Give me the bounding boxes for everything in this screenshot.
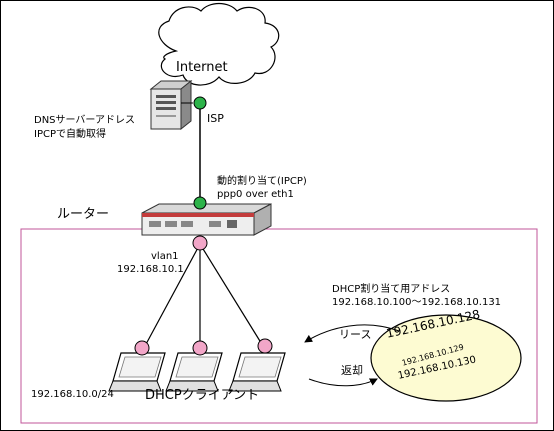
dhcp-pool-title: DHCP割り当て用アドレス <box>332 284 451 295</box>
router-icon <box>141 203 272 236</box>
dns-server-line2: IPCPで自動取得 <box>34 129 106 140</box>
clients-label: DHCPクライアント <box>145 388 260 403</box>
dns-server-icon <box>149 79 193 131</box>
network-label: 192.168.10.0/24 <box>31 389 114 400</box>
return-arrow <box>308 378 378 387</box>
lan-boundary <box>20 228 538 424</box>
client-node <box>134 340 150 356</box>
internet-label: Internet <box>176 60 228 75</box>
isp-node <box>193 96 207 110</box>
lan-interface-name: vlan1 <box>151 251 179 262</box>
isp-label: ISP <box>207 112 224 125</box>
lease-label: リース <box>339 328 372 341</box>
client-link-3 <box>199 243 264 347</box>
laptop-icon <box>228 352 286 392</box>
client-node <box>192 340 208 356</box>
dhcp-pool-range: 192.168.10.100〜192.168.10.131 <box>332 297 502 308</box>
lease-arrow <box>304 324 400 343</box>
internet-cloud <box>158 2 280 86</box>
dns-server-line1: DNSサーバーアドレス <box>34 115 136 126</box>
lan-interface-address: 192.168.10.1 <box>117 264 184 275</box>
client-link-1 <box>144 243 201 347</box>
lan-node <box>192 235 208 251</box>
address-pool <box>370 314 522 402</box>
router-label: ルーター <box>57 207 110 222</box>
wan-assignment-line1: 動的割り当て(IPCP) <box>217 176 307 187</box>
return-label: 返却 <box>341 364 363 377</box>
laptop-icon <box>165 352 223 392</box>
client-node <box>257 338 273 354</box>
wan-assignment-line2: ppp0 over eth1 <box>217 189 294 200</box>
wan-node <box>193 196 207 210</box>
laptop-icon <box>108 352 166 392</box>
